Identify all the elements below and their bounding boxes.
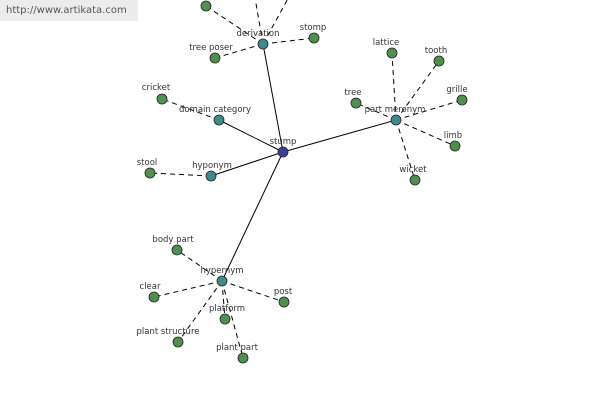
relation-node-4-label: part meronym (365, 105, 426, 115)
edge-center-5 (221, 151, 284, 282)
leaf-node-4-2[interactable]: tooth (425, 46, 447, 67)
leaf-node-1-4-label: tree poser (189, 43, 233, 53)
edge-relation-2-leaf-1 (161, 98, 220, 121)
leaf-node-5-5[interactable]: plant structure (137, 327, 200, 348)
edge-center-4 (282, 119, 397, 153)
relation-node-2-dot[interactable] (213, 114, 225, 126)
leaf-node-5-6-dot[interactable] (237, 352, 249, 364)
edge-relation-4-leaf-5 (395, 119, 456, 147)
leaf-node-3-1[interactable]: stool (137, 158, 158, 179)
leaf-node-2-1-label: cricket (142, 83, 171, 93)
leaf-node-5-1[interactable]: body part (152, 235, 194, 256)
leaf-node-1-4-dot[interactable] (209, 52, 221, 64)
relation-node-5-dot[interactable] (216, 275, 228, 287)
relation-node-3[interactable]: hyponym (192, 161, 232, 182)
relation-node-4[interactable]: part meronym (365, 105, 426, 126)
edge-relation-5-leaf-4 (221, 280, 226, 320)
leaf-node-4-3-label: tree (344, 88, 361, 98)
center-node[interactable]: stump (270, 137, 297, 158)
leaf-node-4-1-label: lattice (373, 38, 400, 48)
edge-relation-1-offscreen-1 (262, 0, 288, 45)
leaf-node-5-1-label: body part (152, 235, 194, 245)
relation-node-1[interactable]: derivation (236, 29, 280, 50)
leaf-node-4-5-dot[interactable] (449, 140, 461, 152)
edge-relation-1-leaf-1 (205, 5, 264, 45)
leaf-node-4-6-label: wicket (399, 165, 427, 175)
edge-relation-4-leaf-1 (391, 52, 397, 121)
relation-node-2-label: domain category (179, 105, 251, 115)
relation-node-5-label: hypernym (200, 266, 243, 276)
leaf-node-4-4-label: grille (446, 85, 467, 95)
leaf-node-4-6[interactable]: wicket (399, 165, 427, 186)
leaf-node-1-3-dot[interactable] (308, 32, 320, 44)
leaf-node-5-4-label: platform (209, 304, 245, 314)
edge-relation-4-leaf-4 (395, 99, 463, 121)
leaf-node-2-1-dot[interactable] (156, 93, 168, 105)
edge-relation-4-leaf-6 (395, 119, 416, 181)
leaf-node-1-1[interactable] (200, 0, 212, 12)
leaf-node-5-5-dot[interactable] (172, 336, 184, 348)
relation-node-2[interactable]: domain category (179, 105, 251, 126)
leaf-node-1-1-dot[interactable] (200, 0, 212, 12)
leaf-node-5-4-dot[interactable] (219, 313, 231, 325)
leaf-node-1-3-label: stomp (300, 23, 327, 33)
leaf-node-1-3[interactable]: stomp (300, 23, 327, 44)
leaf-node-4-1[interactable]: lattice (373, 38, 400, 59)
leaf-node-5-3[interactable]: post (274, 287, 293, 308)
leaf-node-5-5-label: plant structure (137, 327, 200, 337)
leaf-node-5-1-dot[interactable] (171, 244, 183, 256)
edge-relation-5-leaf-3 (221, 280, 285, 303)
leaf-node-4-4[interactable]: grille (446, 85, 468, 106)
leaf-node-4-3-dot[interactable] (350, 97, 362, 109)
center-node-dot[interactable] (277, 146, 289, 158)
leaf-node-5-3-dot[interactable] (278, 296, 290, 308)
leaf-node-5-2[interactable]: clear (140, 282, 161, 303)
relation-node-4-dot[interactable] (390, 114, 402, 126)
leaf-node-2-1[interactable]: cricket (142, 83, 171, 105)
leaf-node-3-1-dot[interactable] (144, 167, 156, 179)
edge-relation-5-leaf-1 (176, 249, 223, 282)
edge-relation-4-leaf-3 (355, 102, 397, 121)
relation-node-1-label: derivation (236, 29, 279, 39)
graph-edges (149, 0, 463, 359)
leaf-node-5-2-dot[interactable] (148, 291, 160, 303)
leaf-node-4-4-dot[interactable] (456, 94, 468, 106)
leaf-node-1-4[interactable]: tree poser (189, 43, 233, 64)
edge-relation-5-leaf-5 (177, 280, 223, 343)
relation-node-1-dot[interactable] (257, 38, 269, 50)
leaf-node-4-3[interactable]: tree (344, 88, 362, 109)
leaf-node-4-5[interactable]: limb (444, 131, 462, 152)
edge-center-2 (218, 119, 284, 153)
relation-node-3-dot[interactable] (205, 170, 217, 182)
leaf-node-5-6[interactable]: plant part (216, 343, 259, 364)
watermark-url: http://www.artikata.com (0, 0, 138, 21)
leaf-node-3-1-label: stool (137, 158, 158, 168)
leaf-node-4-2-label: tooth (425, 46, 447, 56)
edge-relation-3-leaf-1 (149, 172, 212, 177)
edge-relation-4-leaf-2 (395, 60, 440, 121)
leaf-node-4-6-dot[interactable] (409, 174, 421, 186)
edge-center-1 (262, 43, 284, 153)
relation-node-3-label: hyponym (192, 161, 232, 171)
leaf-node-5-6-label: plant part (216, 343, 258, 353)
leaf-node-4-1-dot[interactable] (386, 47, 398, 59)
edge-relation-5-leaf-6 (221, 280, 244, 359)
leaf-node-5-3-label: post (274, 287, 293, 297)
leaf-node-5-2-label: clear (140, 282, 161, 292)
edge-relation-5-leaf-2 (153, 280, 223, 298)
center-node-label: stump (270, 137, 297, 147)
leaf-node-4-2-dot[interactable] (433, 55, 445, 67)
edge-center-3 (210, 151, 284, 177)
leaf-node-4-5-label: limb (444, 131, 462, 141)
relation-node-5[interactable]: hypernym (200, 266, 244, 287)
leaf-node-5-4[interactable]: platform (209, 304, 245, 325)
